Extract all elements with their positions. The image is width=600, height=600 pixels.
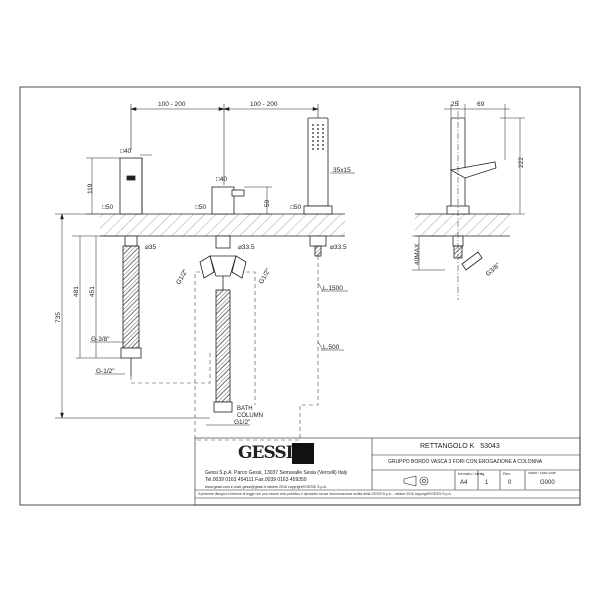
bath-column-label-2: COLUMN	[237, 413, 263, 419]
nozzle-dot	[312, 132, 314, 134]
handshower	[303, 117, 333, 215]
nozzle-dot	[312, 136, 314, 138]
height-451-label: 451	[89, 286, 96, 297]
spacing-dimensions	[129, 104, 320, 185]
vertical-dimensions	[55, 213, 210, 419]
thread-g12-label: G-1/2"	[96, 368, 115, 375]
handshower-hole-label: ⌀33.5	[330, 244, 347, 251]
handshower-base-label: □50	[290, 204, 302, 211]
nozzle-dot	[322, 132, 324, 134]
mixer-inlet-left-label: G1/2"	[175, 268, 190, 286]
title-block	[194, 437, 581, 506]
spout	[119, 157, 143, 215]
product-name: RETTANGOLO K 53043	[420, 443, 500, 451]
mixer-size-label: □40	[216, 176, 228, 183]
mixer-body	[211, 186, 245, 215]
nozzle-dot	[317, 132, 319, 134]
spacing-a-label: 100 - 200	[158, 101, 186, 108]
hose-l1500-label: L.1500	[323, 285, 343, 292]
nozzle-dot	[312, 148, 314, 150]
brand-logo-text: GESSI	[238, 443, 294, 463]
rev-label: Rev.	[503, 471, 511, 476]
height-481-label: 481	[73, 286, 80, 297]
format-label: formato / size	[458, 471, 483, 476]
mixer-base-label: □50	[195, 204, 207, 211]
hose-l500-label: L.500	[323, 344, 340, 351]
logo-mark	[292, 443, 314, 464]
nozzle-dot	[317, 140, 319, 142]
company-address: Gessi S.p.A. Parco Gessi, 13037 Serraval…	[205, 470, 348, 476]
nozzle-dot	[322, 148, 324, 150]
color-label: colore / color code	[528, 471, 556, 475]
company-phone: Tel.0039 0163 454111 Fax.0039 0163 45935…	[205, 477, 307, 483]
side-40max-label: 40MAX	[414, 243, 421, 265]
bath-column-thread-label: G1/2"	[234, 419, 251, 426]
mixer-shank	[199, 235, 247, 290]
nozzle-dot	[317, 128, 319, 130]
thread-g38-label: G-3/8"	[91, 336, 110, 343]
nozzle-dot	[312, 140, 314, 142]
rev-value: 0	[508, 480, 512, 486]
spout-hole-label: ⌀35	[145, 244, 157, 251]
dashed-hoses	[130, 256, 319, 441]
handshower-nozzle-grid	[312, 124, 324, 150]
mixer-hole-label: ⌀33.5	[238, 244, 255, 251]
side-view-outline	[446, 117, 497, 271]
page-value: 1	[485, 480, 489, 486]
mixer-hose	[213, 289, 233, 413]
color-value: G000	[540, 480, 555, 486]
spout-base-label: □50	[102, 204, 114, 211]
disclaimer-text: Il presente disegno è termine di legge n…	[198, 492, 452, 496]
height-735-label: 735	[55, 312, 62, 323]
bath-column-label-1: BATH	[237, 406, 253, 412]
handshower-size-label: 35x15	[333, 167, 351, 174]
product-name-text: RETTANGOLO K	[420, 443, 475, 450]
deck-side	[415, 213, 510, 237]
nozzle-dot	[317, 144, 319, 146]
nozzle-dot	[322, 140, 324, 142]
spacing-b-label: 100 - 200	[250, 101, 278, 108]
projection-symbol-icon	[403, 475, 429, 487]
product-code: 53043	[480, 443, 500, 450]
nozzle-dot	[322, 144, 324, 146]
nozzle-dot	[322, 128, 324, 130]
spout-shank	[120, 235, 142, 376]
side-222-label: 222	[518, 157, 525, 168]
nozzle-dot	[322, 124, 324, 126]
deck-front	[100, 213, 345, 237]
handshower-shank	[309, 235, 327, 257]
nozzle-dot	[317, 148, 319, 150]
format-value: A4	[460, 480, 468, 486]
nozzle-dot	[312, 124, 314, 126]
nozzle-dot	[322, 136, 324, 138]
mixer-height-label: 59	[264, 199, 271, 207]
nozzle-dot	[312, 144, 314, 146]
mixer-inlet-right-label: G1/2"	[258, 267, 273, 285]
spout-height-label: 119	[87, 183, 94, 194]
nozzle-dot	[317, 124, 319, 126]
company-web: www.gessi.com e-mail: gessi@gessi.it ott…	[205, 485, 327, 489]
product-description: GRUPPO BORDO VASCA 3 FORI CON EROGAZIONE…	[388, 459, 543, 465]
nozzle-dot	[312, 128, 314, 130]
nozzle-dot	[317, 136, 319, 138]
side-25-label: 25	[451, 101, 459, 108]
spout-size-label: □40	[120, 148, 132, 155]
page-label: fg.	[481, 471, 486, 476]
side-g38-label: G3/8"	[485, 262, 503, 278]
side-69-label: 69	[477, 101, 485, 108]
